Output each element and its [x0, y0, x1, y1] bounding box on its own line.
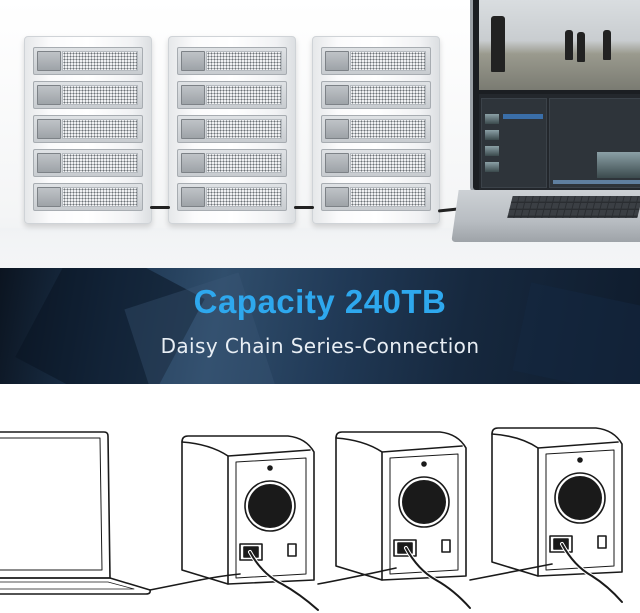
keyboard [507, 196, 640, 218]
drive-bay [321, 47, 431, 75]
drive-bay [321, 81, 431, 109]
drive-bay [177, 81, 287, 109]
enclosure-drawing-1 [181, 435, 320, 612]
video-editor [479, 94, 640, 190]
enclosure-drawing-3 [469, 427, 624, 604]
product-photo [0, 0, 640, 268]
drive-bay [177, 183, 287, 211]
enclosure-1 [24, 36, 152, 224]
drive-bay [177, 115, 287, 143]
cable [150, 206, 170, 209]
drive-bay [321, 115, 431, 143]
video-preview [479, 0, 640, 90]
laptop-drawing [0, 431, 201, 595]
line-drawing [0, 384, 640, 613]
enclosure-2 [168, 36, 296, 224]
subheadline: Daisy Chain Series-Connection [160, 334, 480, 358]
drive-bay [33, 47, 143, 75]
laptop-screen [470, 0, 640, 193]
enclosure-drawing-2 [317, 431, 472, 610]
headline-banner: Capacity 240TB Daisy Chain Series-Connec… [0, 268, 640, 384]
drive-bay [33, 81, 143, 109]
drive-bay [33, 149, 143, 177]
cable [294, 206, 314, 209]
enclosure-3 [312, 36, 440, 224]
drive-bay [177, 47, 287, 75]
drive-bay [33, 115, 143, 143]
drive-bay [321, 183, 431, 211]
headline: Capacity 240TB [193, 283, 447, 320]
drive-bay [177, 149, 287, 177]
drive-bay [321, 149, 431, 177]
drive-bay [33, 183, 143, 211]
